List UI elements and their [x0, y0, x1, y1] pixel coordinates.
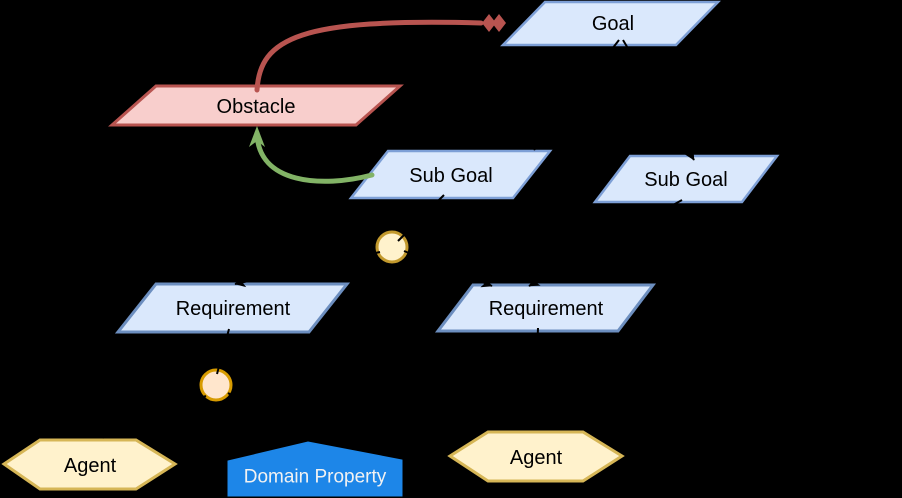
- agent-right-node: [447, 430, 625, 483]
- requirement-left-node: [114, 282, 351, 334]
- edge-circle-to-agent-left: [91, 395, 207, 439]
- edge-circle-to-domain-property: [227, 392, 306, 442]
- obstacle-node: [108, 84, 404, 127]
- agent-left-node: [1, 438, 178, 491]
- subgoal-right-label: Sub Goal: [644, 169, 727, 191]
- subgoal-right-node: [592, 154, 780, 204]
- domain-property-label: Domain Property: [244, 467, 387, 488]
- and-refinement-circle-lower: [199, 368, 233, 402]
- subgoal-left-label: Sub Goal: [409, 165, 492, 187]
- goal-node: [500, 0, 721, 47]
- obstacle-label: Obstacle: [217, 96, 296, 118]
- edge-circle-to-requirement-right: [403, 250, 493, 288]
- edge-subgoal-right-to-requirement-right: [528, 199, 683, 287]
- edge-goal-to-subgoal-left: [533, 39, 620, 151]
- edge-requirement-left-to-circle: [216, 328, 230, 375]
- double-diamond-arrowhead-icon: [482, 14, 506, 32]
- agent-left-label: Agent: [64, 455, 117, 477]
- requirement-left-label: Requirement: [176, 298, 291, 320]
- green-arrowhead-icon: [249, 126, 265, 147]
- resolution-edge: [254, 130, 375, 184]
- obstruction-edge: [254, 19, 484, 93]
- edge-circle-to-requirement-left: [234, 251, 381, 288]
- agent-right-label: Agent: [510, 447, 563, 469]
- requirement-right-node: [434, 283, 657, 333]
- goal-label: Goal: [592, 13, 634, 35]
- requirement-right-label: Requirement: [489, 298, 604, 320]
- domain-property-node: [227, 441, 403, 497]
- edge-subgoal-left-to-circle: [397, 194, 445, 242]
- edge-requirement-right-to-agent-right: [528, 327, 540, 430]
- edge-goal-to-subgoal-right: [622, 39, 695, 161]
- subgoal-left-node: [348, 149, 553, 200]
